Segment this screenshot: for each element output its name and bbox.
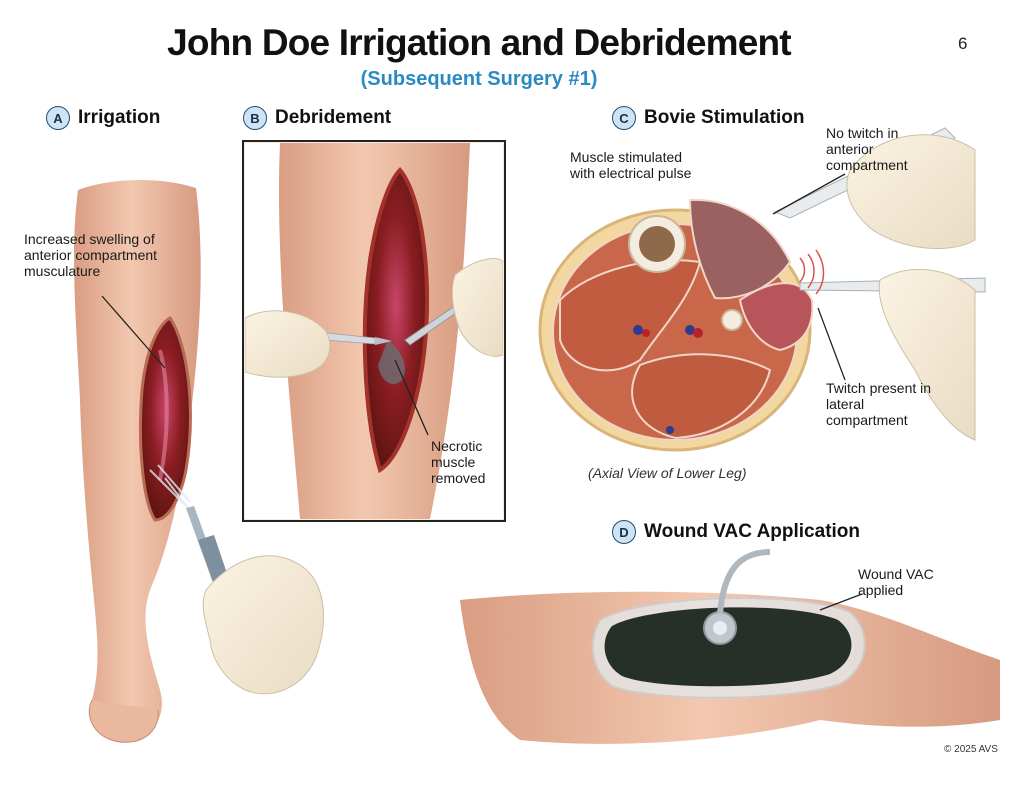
- pointer-line-c-right: [817, 307, 846, 381]
- pointer-line-a: [101, 295, 166, 369]
- wound-vac-sponge: [604, 607, 852, 687]
- page-number: 6: [958, 34, 968, 53]
- caption-c: (Axial View of Lower Leg): [588, 465, 747, 481]
- annotation-d: Wound VAC applied: [858, 566, 934, 598]
- lateral-compartment: [738, 282, 814, 352]
- panel-b-label: B Debridement: [243, 106, 391, 130]
- panel-d-label: D Wound VAC Application: [612, 520, 860, 544]
- pointer-line-c-top: [772, 173, 846, 215]
- vac-port: [703, 611, 737, 645]
- panel-d-badge: D: [612, 520, 636, 544]
- pointer-line-b: [394, 359, 429, 436]
- panel-a-badge: A: [46, 106, 70, 130]
- panel-c-title: Bovie Stimulation: [644, 107, 805, 128]
- panel-a-label: A Irrigation: [46, 106, 160, 130]
- panel-c-label: C Bovie Stimulation: [612, 106, 804, 130]
- annotation-c-no-twitch: No twitch in anterior compartment: [826, 125, 908, 173]
- panel-b-badge: B: [243, 106, 267, 130]
- wound-vac-dressing: [591, 597, 866, 699]
- fibula-bone: [721, 309, 743, 331]
- page-subtitle: (Subsequent Surgery #1): [360, 68, 598, 90]
- leg-d: [460, 591, 1000, 744]
- annotation-c-twitch: Twitch present in lateral compartment: [826, 380, 932, 428]
- wound-a: [139, 315, 192, 522]
- axial-cross-section: [538, 198, 814, 452]
- page-title: John Doe Irrigation and Debridement: [167, 22, 791, 63]
- gloved-hand-a: [202, 555, 324, 695]
- panel-a-title: Irrigation: [78, 107, 161, 128]
- annotation-b: Necrotic muscle removed: [431, 438, 486, 486]
- anterior-compartment: [688, 198, 792, 300]
- tibia-bone: [628, 215, 686, 273]
- pointer-line-d: [819, 593, 863, 611]
- vac-tubing: [717, 549, 771, 615]
- panel-c-badge: C: [612, 106, 636, 130]
- copyright: © 2025 AVS: [944, 744, 998, 755]
- annotation-a: Increased swelling of anterior compartme…: [24, 231, 158, 279]
- panel-b-title: Debridement: [275, 107, 392, 128]
- annotation-c-stimulated: Muscle stimulated with electrical pulse: [570, 149, 692, 181]
- wound-b: [362, 167, 430, 474]
- panel-d-title: Wound VAC Application: [644, 521, 861, 542]
- bovie-probe-lower: [799, 277, 986, 293]
- irrigation-syringe: [186, 506, 250, 636]
